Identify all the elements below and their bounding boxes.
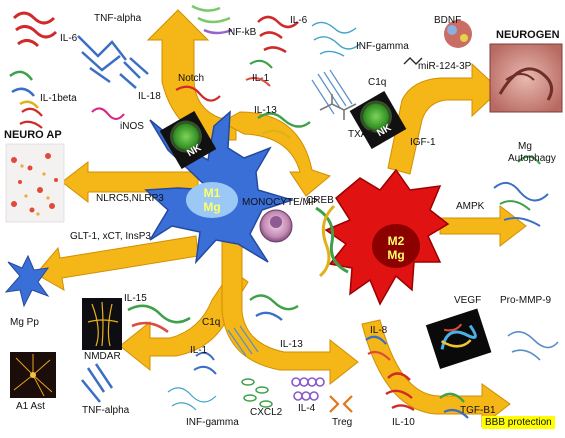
protein-il1beta (10, 72, 38, 108)
label-mir: miR-124-3P (418, 62, 471, 73)
label-treg: Treg (332, 418, 352, 429)
protein-pro-mmp9 (508, 332, 558, 360)
arrow-left-mgpp (36, 236, 198, 290)
label-tnf-alpha-top: TNF-alpha (94, 14, 141, 25)
molecule-txa2 (320, 94, 356, 120)
monocyte-cell (260, 210, 292, 242)
protein-tnf-alpha-bottom (82, 364, 112, 402)
label-il1beta: IL-1beta (40, 94, 77, 105)
molecule-il4 (292, 378, 324, 400)
label-il8: IL-8 (370, 326, 387, 337)
label-nmdar: NMDAR (84, 352, 121, 363)
protein-neuro-ap-icon (20, 109, 42, 128)
nmdar-image (82, 298, 122, 350)
a1-astrocyte-image (10, 352, 56, 398)
molecule-cxcl2 (242, 379, 272, 407)
vegf-image (426, 309, 492, 369)
label-il6-b: IL-6 (290, 16, 307, 27)
m1-label-line2: Mg (196, 200, 228, 214)
mg-pp-cell (6, 256, 48, 306)
protein-il6-a (14, 13, 56, 46)
label-c1q-bottom: C1q (202, 318, 220, 329)
label-il13-bottom: IL-13 (280, 340, 303, 351)
label-mg-autophagy-1: Mg (518, 142, 532, 153)
label-il13-top: IL-13 (254, 106, 277, 117)
label-ampk: AMPK (456, 202, 484, 213)
label-igf1: IGF-1 (410, 138, 436, 149)
protein-inf-gamma-top (312, 22, 360, 56)
label-a1-ast: A1 Ast (16, 402, 45, 413)
m1-label-line1: M1 (196, 186, 228, 200)
m2-label: M2 Mg (380, 234, 412, 262)
protein-il13-bottom (250, 295, 298, 320)
label-pro-mmp9: Pro-MMP-9 (500, 296, 551, 307)
protein-inos (92, 108, 124, 119)
protein-il18 (120, 58, 148, 88)
label-nlrc5: NLRC5,NLRP3 (96, 194, 164, 205)
label-il10: IL-10 (392, 418, 415, 429)
label-bdnf: BDNF (434, 16, 461, 27)
protein-nfkb (192, 6, 232, 33)
label-txa2: TXA2 (348, 130, 373, 141)
label-bbb-protection: BBB protection (482, 416, 555, 429)
label-glt: GLT-1, xCT, InsP3 (70, 232, 151, 243)
label-creb: CREB (306, 196, 334, 207)
label-tgfb1: TGF-B1 (460, 406, 496, 417)
label-il1-bottom: IL-1 (190, 346, 207, 357)
label-il15: IL-15 (124, 294, 147, 305)
label-inf-gamma-top: INF-gamma (356, 42, 409, 53)
m2-label-line1: M2 (380, 234, 412, 248)
label-mg-pp: Mg Pp (10, 318, 39, 329)
label-neurogen: NEUROGEN (496, 30, 560, 42)
protein-il15 (128, 306, 190, 332)
label-inf-gamma-bottom: INF-gamma (186, 418, 239, 429)
label-il4: IL-4 (298, 404, 315, 415)
label-mg-autophagy-2: Autophagy (508, 154, 556, 165)
label-neuro-ap: NEURO AP (4, 130, 62, 142)
protein-c1q-top (312, 70, 352, 114)
label-il6-a: IL-6 (60, 34, 77, 45)
neuro-ap-panel (6, 144, 64, 222)
treg-icon (330, 396, 352, 412)
m2-label-line2: Mg (380, 248, 412, 262)
protein-tnf-alpha-top (78, 36, 126, 82)
label-il1-top: IL-1 (252, 74, 269, 85)
label-il18: IL-18 (138, 92, 161, 103)
neurogen-brain-image (490, 44, 562, 112)
label-cxcl2: CXCL2 (250, 408, 282, 419)
label-notch: Notch (178, 74, 204, 85)
label-c1q-top: C1q (368, 78, 386, 89)
label-inos: iNOS (120, 122, 144, 133)
m1-label: M1 Mg (196, 186, 228, 214)
label-nfkb: NF-kB (228, 28, 256, 39)
protein-inf-gamma-bottom (168, 388, 216, 410)
arrow-top-right (388, 64, 500, 174)
label-vegf: VEGF (454, 296, 481, 307)
label-tnf-alpha-bottom: TNF-alpha (82, 406, 129, 417)
